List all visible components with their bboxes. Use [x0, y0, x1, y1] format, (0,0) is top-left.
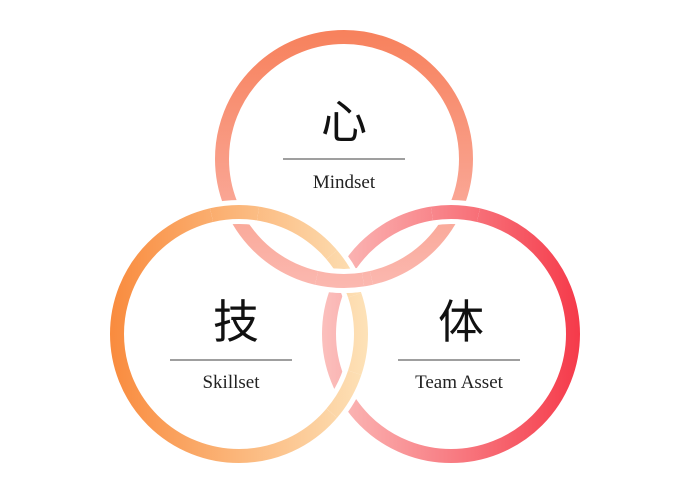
- team-asset-group: 体 Team Asset: [398, 295, 520, 393]
- skillset-group: 技 Skillset: [170, 295, 292, 393]
- skillset-label: Skillset: [202, 372, 260, 393]
- ring-interlocks: [208, 200, 482, 422]
- skillset-kanji: 技: [213, 295, 259, 349]
- interlock-arc-right: [430, 205, 481, 222]
- mindset-label: Mindset: [313, 172, 376, 193]
- mindset-group: 心 Mindset: [283, 95, 405, 193]
- interlock-arc-left: [209, 205, 260, 222]
- team-asset-kanji: 体: [438, 295, 484, 349]
- team-asset-label: Team Asset: [415, 372, 504, 393]
- interlock-arc-top: [314, 271, 365, 288]
- interlock-arc-left: [326, 370, 362, 418]
- mindset-kanji: 心: [321, 95, 367, 149]
